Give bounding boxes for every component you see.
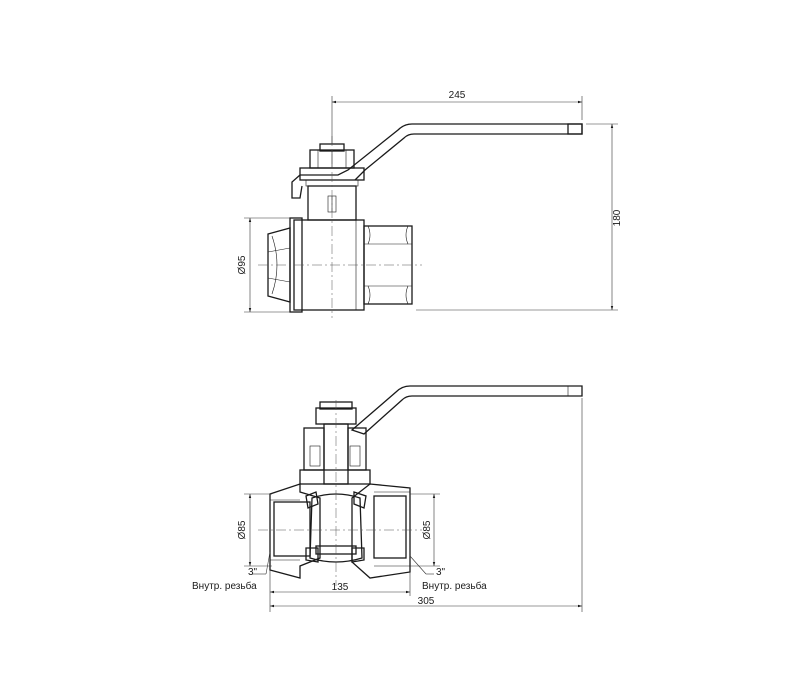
thread-callout-left: 3" Внутр. резьба <box>192 551 271 592</box>
dim-overall-length: 305 <box>270 398 583 612</box>
dim-bore-right: Ø85 <box>410 493 440 567</box>
section-ball <box>309 493 363 563</box>
dim-body-diameter: Ø95 <box>237 217 290 313</box>
dim-bore-left: Ø85 <box>237 493 272 567</box>
handle-lever <box>300 123 583 181</box>
section-handle <box>350 385 583 435</box>
valve-exterior-view <box>258 123 583 318</box>
dim-handle-length: 245 <box>331 90 583 144</box>
dim-total-height: 180 <box>416 123 623 311</box>
handle-tip <box>567 123 583 135</box>
left-end-hex <box>267 227 291 303</box>
dim-d85-left-label: Ø85 <box>237 520 248 539</box>
thread-callout-right: 3" Внутр. резьба <box>409 555 487 592</box>
section-body-left <box>269 483 321 579</box>
dim-d85-right-label: Ø85 <box>422 520 433 539</box>
thread-type-left: Внутр. резьба <box>192 580 257 592</box>
dim-305-label: 305 <box>418 596 435 607</box>
dim-135-label: 135 <box>332 582 349 593</box>
thread-size-right: 3" <box>436 567 446 578</box>
thread-type-right: Внутр. резьба <box>422 580 487 592</box>
thread-size-left: 3" <box>248 567 258 578</box>
valve-section-view <box>258 385 583 586</box>
dim-180-label: 180 <box>612 209 623 226</box>
dim-245-label: 245 <box>449 90 466 101</box>
dim-d95-label: Ø95 <box>237 255 248 274</box>
